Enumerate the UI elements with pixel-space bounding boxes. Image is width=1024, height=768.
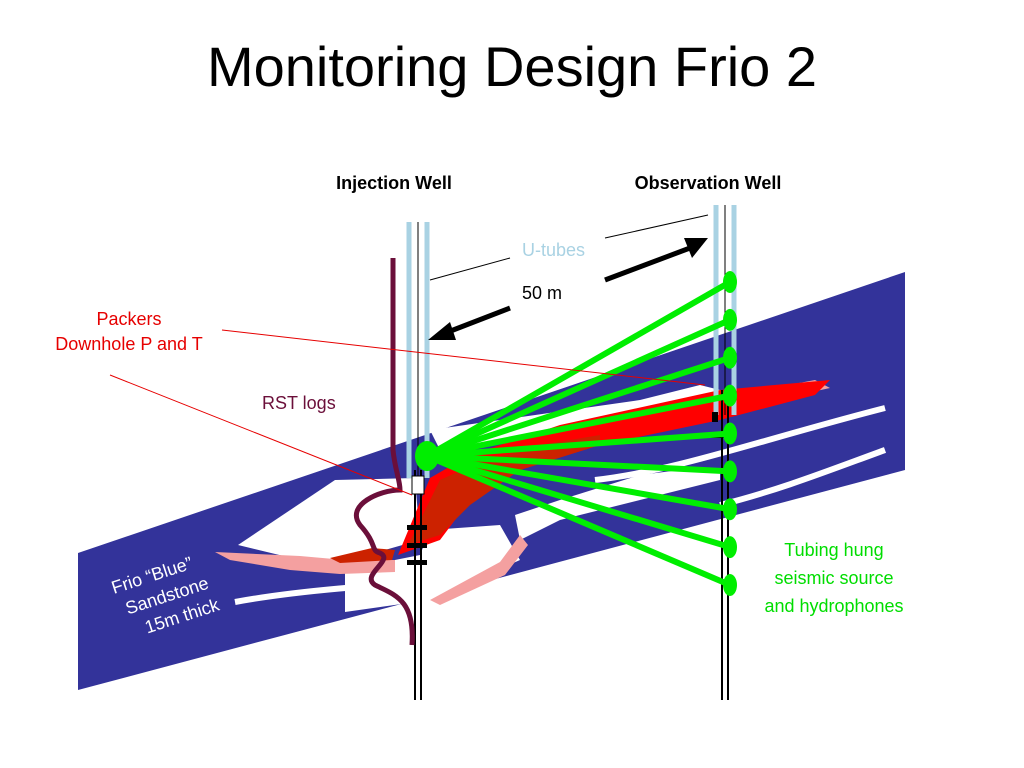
- injection-perforation: [411, 475, 425, 495]
- distance-tick-left: [429, 257, 511, 281]
- seismic-label-line1: Tubing hung: [784, 540, 883, 560]
- distance-arrowhead-right: [684, 238, 708, 258]
- hydrophone: [723, 384, 737, 407]
- stratum-line-2: [594, 405, 886, 483]
- packer-pointer-line-1: [221, 329, 706, 386]
- distance-arrow-left: [447, 305, 511, 335]
- hydrophone: [723, 346, 737, 369]
- packer-injection-3: [407, 560, 427, 565]
- packer-observation-upper: [712, 412, 718, 422]
- fault-block-right: [515, 468, 720, 540]
- distance-label: 50 m: [522, 283, 562, 303]
- seismic-ray: [425, 317, 732, 459]
- hydrophone: [723, 536, 737, 559]
- seismic-ray: [426, 392, 731, 459]
- hydrophone: [723, 271, 737, 293]
- observation-well-label: Observation Well: [635, 173, 782, 193]
- seismic-ray: [426, 430, 731, 459]
- distance-arrowhead-left: [428, 322, 456, 340]
- packer-injection-1: [407, 525, 427, 530]
- hydrophone: [723, 460, 737, 483]
- shale-layer-lower: [430, 535, 528, 605]
- packer-pointer-line-2: [109, 374, 413, 496]
- hydrophone-group: [723, 271, 737, 596]
- hydrophone: [723, 498, 737, 521]
- seismic-ray-group: [425, 279, 732, 588]
- packer-injection-2: [407, 543, 427, 548]
- rst-log-trace: [353, 258, 415, 646]
- packers-label-line1: Packers: [96, 309, 161, 329]
- seismic-ray: [426, 354, 731, 459]
- stratum-line-1: [234, 579, 431, 605]
- seismic-ray: [425, 279, 732, 459]
- seismic-ray: [425, 453, 732, 588]
- seismic-label-line2: seismic source: [774, 568, 893, 588]
- stratum-line-3: [719, 447, 887, 508]
- distance-tick-right: [604, 214, 709, 239]
- seismic-ray: [426, 453, 731, 475]
- co2-plume-dark: [408, 435, 600, 545]
- hydrophone: [723, 308, 737, 331]
- shale-layer-left: [215, 552, 395, 574]
- seismic-ray: [426, 453, 731, 550]
- seismic-ray: [426, 453, 731, 513]
- page-title: Monitoring Design Frio 2: [207, 35, 817, 98]
- injection-well-label: Injection Well: [336, 173, 452, 193]
- packers-label-line2: Downhole P and T: [55, 334, 202, 354]
- seismic-source: [415, 441, 439, 471]
- hydrophone: [723, 574, 737, 596]
- distance-arrow-right: [604, 245, 691, 283]
- seismic-label-line3: and hydrophones: [764, 596, 903, 616]
- u-tubes-label: U-tubes: [522, 240, 585, 260]
- rst-logs-label: RST logs: [262, 393, 336, 413]
- hydrophone: [723, 422, 737, 445]
